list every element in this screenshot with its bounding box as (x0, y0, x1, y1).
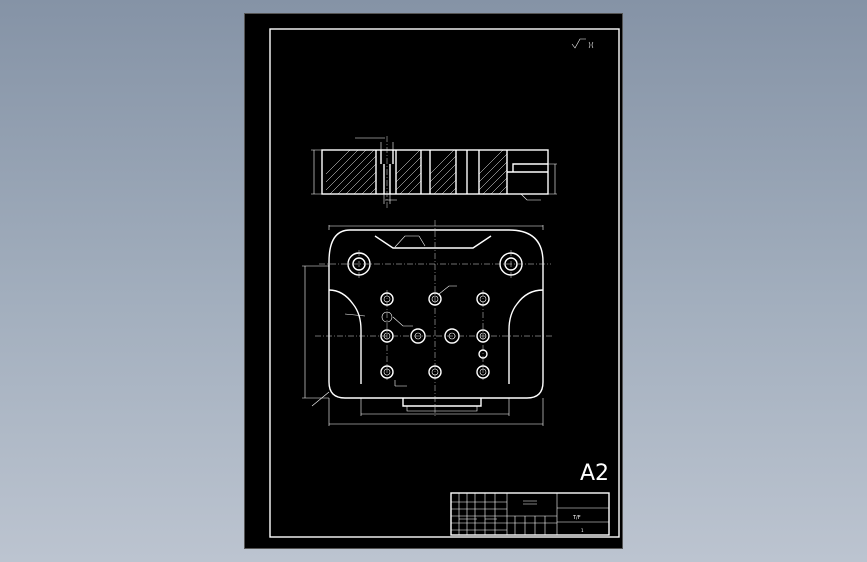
inner-frame (269, 28, 620, 538)
roughness-symbol (571, 38, 594, 49)
plan-view (302, 220, 553, 426)
drawing-sheet: A2 T/F 1 (244, 13, 623, 549)
title-block: T/F 1 (450, 492, 610, 536)
sheet-size-label: A2 (580, 461, 609, 486)
drawing-canvas: A2 T/F 1 (269, 28, 620, 538)
title-block-tag: 1 (581, 528, 584, 533)
title-block-heading: T/F (572, 515, 581, 521)
plate-outline (328, 229, 544, 399)
section-view (311, 136, 557, 210)
